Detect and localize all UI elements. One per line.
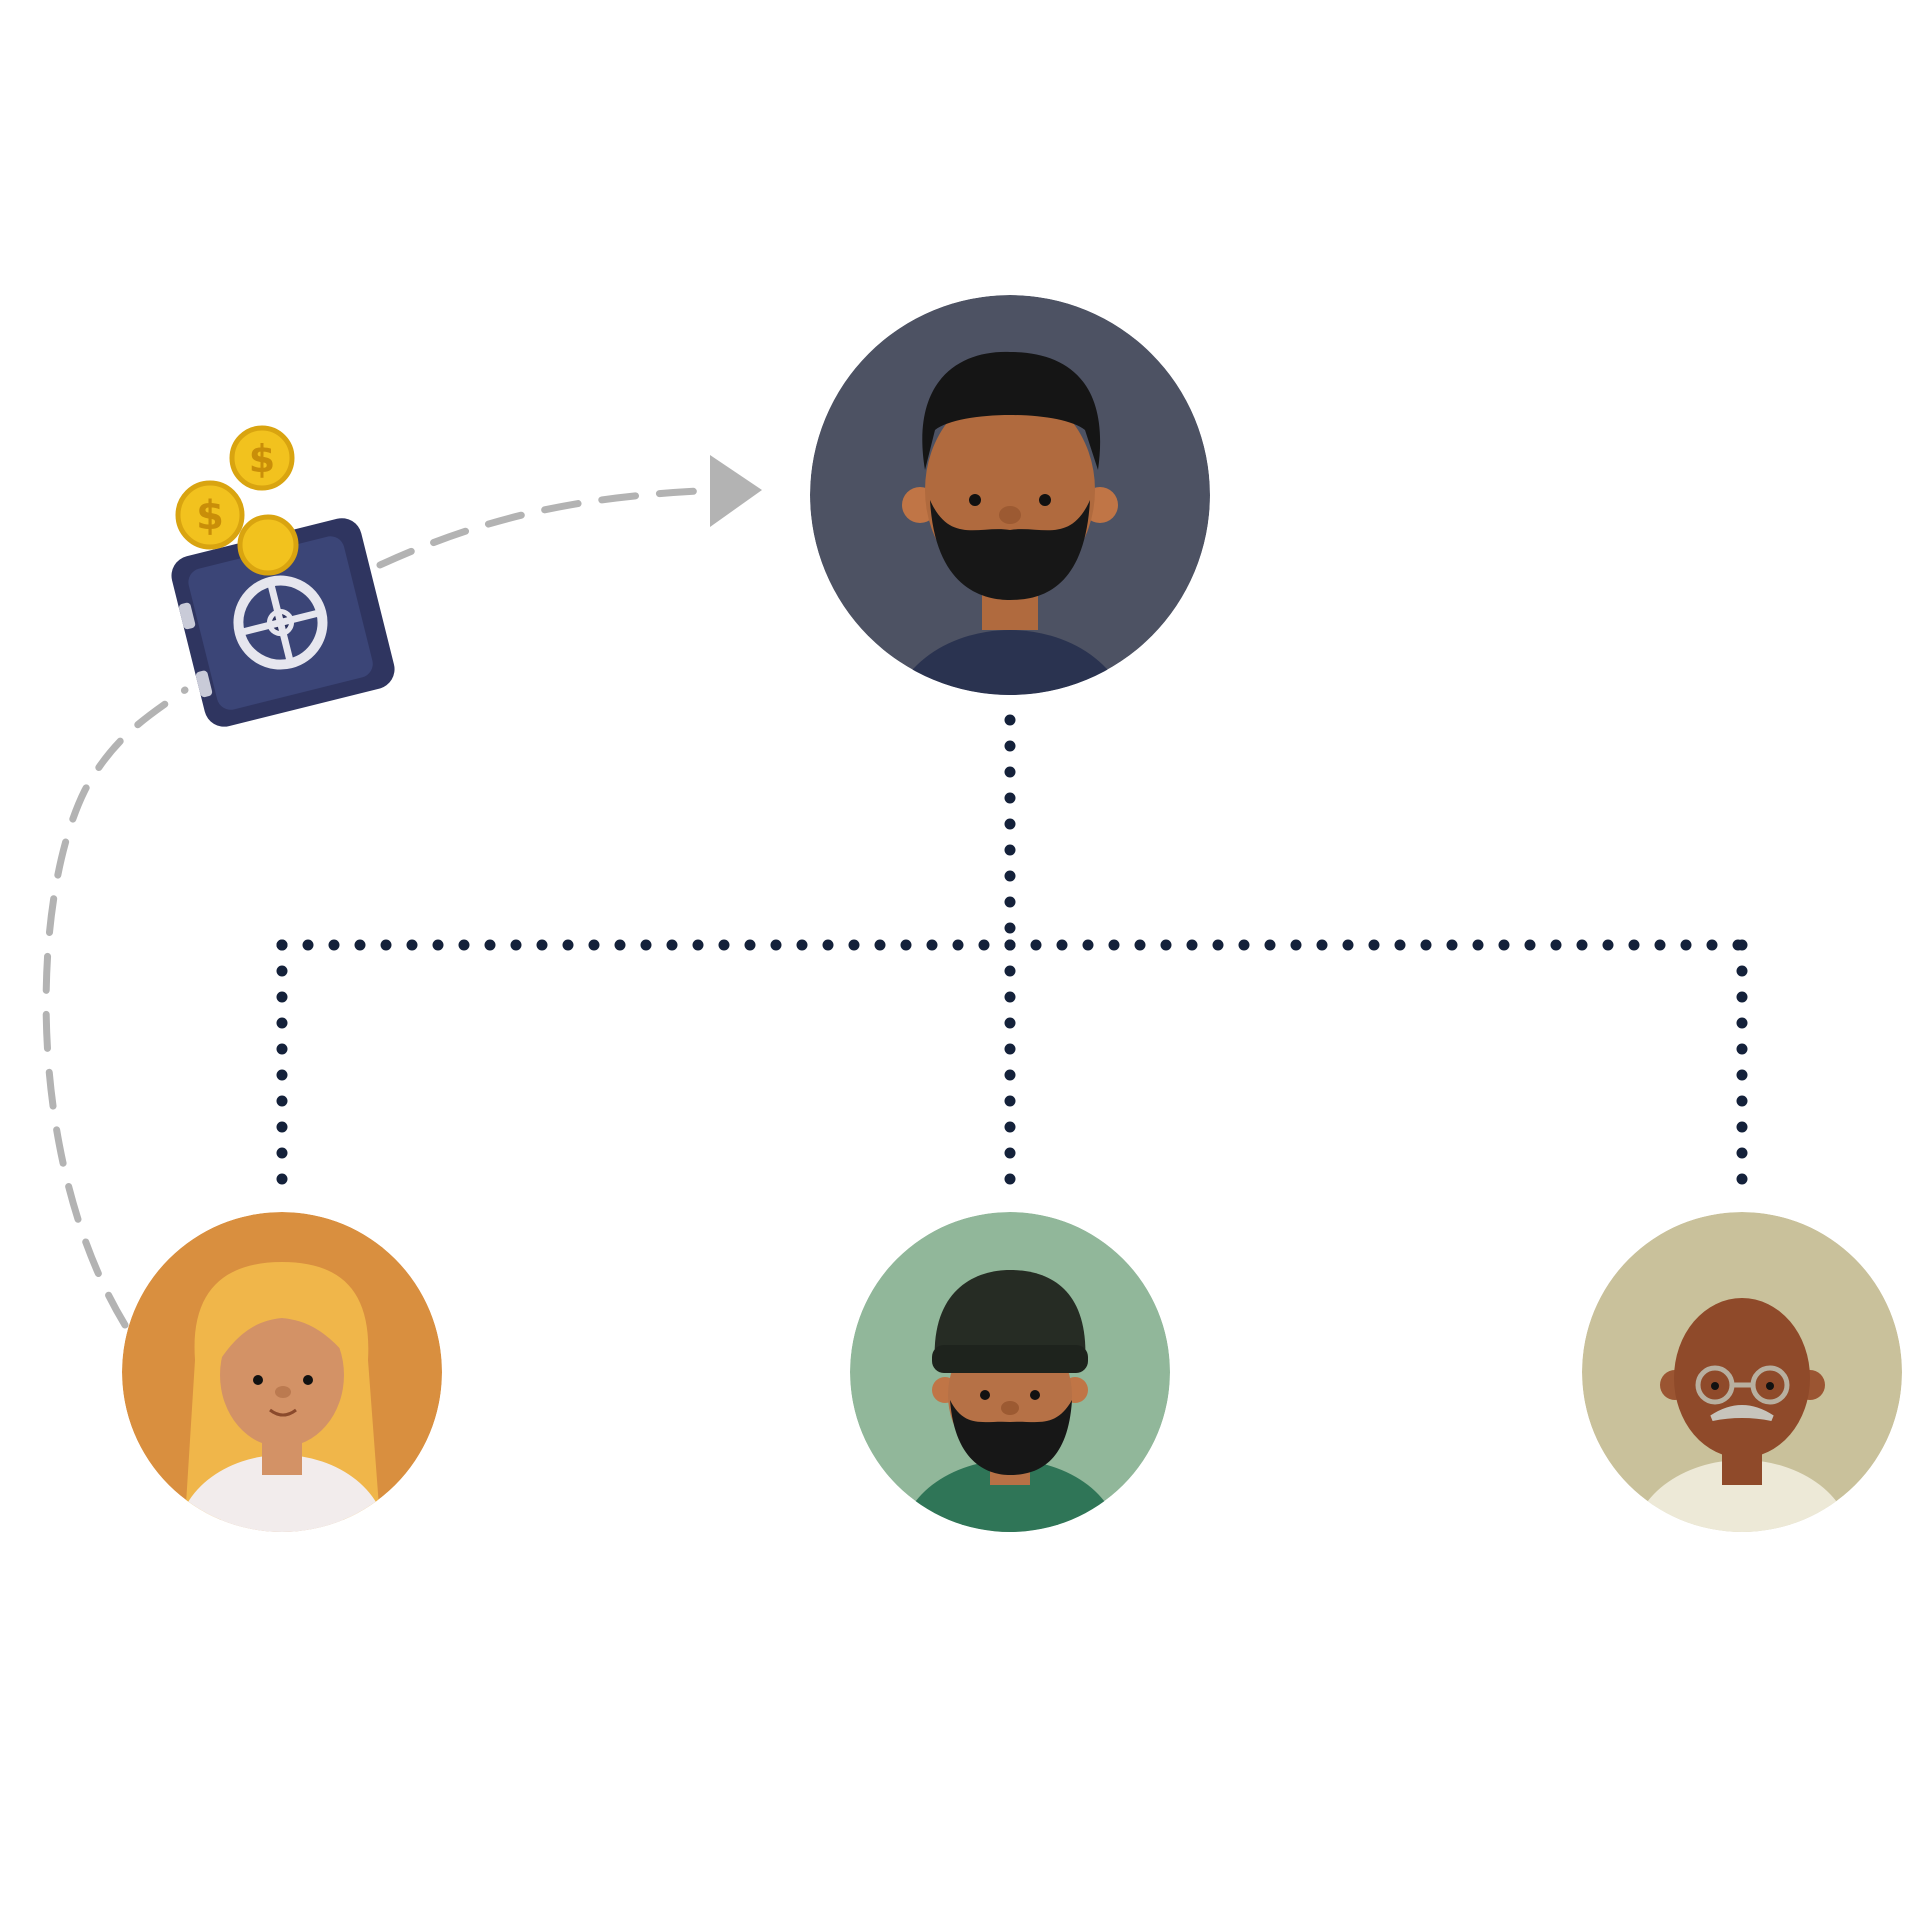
avatar-eye [1766,1382,1774,1390]
avatar-eye [253,1375,263,1385]
safe-hinge-bottom [195,670,213,698]
avatar-beard [950,1400,1072,1475]
avatar-shirt [177,1455,387,1532]
avatar-face [220,1303,344,1447]
flow-arrow-line-upper [376,486,724,569]
avatar-mustache [1710,1405,1774,1421]
child-left-avatar [122,1212,442,1532]
avatar-eye [1030,1390,1040,1400]
avatar-shirt [890,630,1130,695]
avatar-shirt [1632,1460,1852,1532]
avatar-nose [1001,1401,1019,1415]
avatar-smile [269,1408,297,1417]
avatar-hair-fringe [220,1290,346,1360]
avatar-nose [999,506,1021,524]
safe-with-coins-icon: $ $ [171,425,395,727]
flow-arrow [42,455,762,1329]
root-node-avatar [810,295,1210,695]
child-right-avatar [1582,1212,1902,1532]
avatar-bald-head [1674,1298,1810,1458]
avatar-eye [303,1375,313,1385]
coin-symbol: $ [249,437,275,481]
avatar-beanie-cuff [932,1345,1088,1373]
avatar-beanie [934,1270,1086,1365]
avatar-eye [980,1390,990,1400]
coin: $ [175,480,245,550]
flow-arrow-line-lower [42,686,189,1329]
avatar-eye [1039,494,1051,506]
flow-arrowhead [710,455,762,527]
coin: $ [229,425,295,491]
avatar-beard [930,500,1090,600]
safe-hinge-top [178,602,196,630]
safe-dial-spoke [238,608,323,637]
coin [237,514,299,576]
avatar-eye [969,494,981,506]
avatar-hair [922,351,1101,470]
coin-symbol: $ [196,493,224,539]
child-middle-avatar [850,1212,1170,1532]
tree-connectors [276,714,1748,1206]
avatar-eye [1711,1382,1719,1390]
avatar-nose [275,1386,291,1398]
avatar-shirt [900,1460,1120,1532]
